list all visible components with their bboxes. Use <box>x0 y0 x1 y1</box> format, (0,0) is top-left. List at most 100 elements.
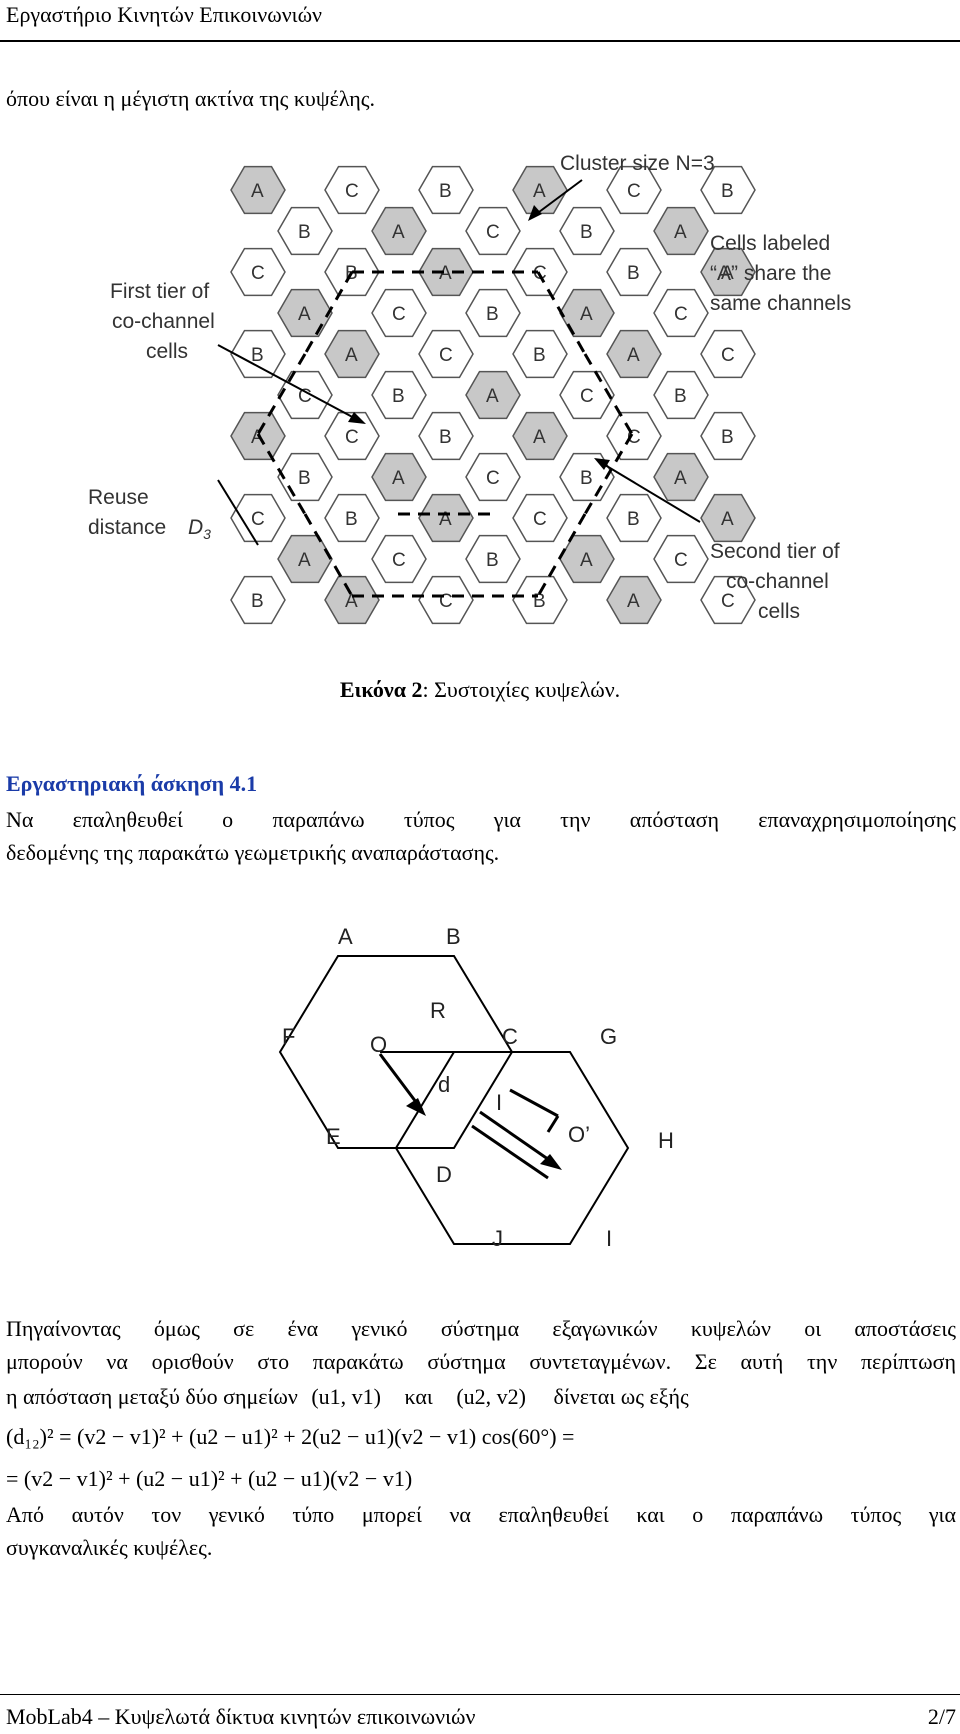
hex-cell <box>559 206 615 256</box>
hex-cell-label: B <box>533 345 546 366</box>
hex-cell <box>465 206 521 256</box>
hex-cell-label: A <box>533 181 546 202</box>
footer-rule <box>0 1694 960 1695</box>
body-line4: Από αυτόν τον γενικό τύπο μπορεί να επαλ… <box>6 1502 956 1527</box>
cells-a-line3: same channels <box>710 292 851 315</box>
hex-cell-label: A <box>298 550 311 571</box>
second-tier-line3: cells <box>758 600 800 623</box>
hex-cell <box>606 411 662 461</box>
hex-cell-label: C <box>439 591 453 612</box>
hex-cell-label: C <box>251 263 265 284</box>
page-header-title: Εργαστήριο Κινητών Επικοινωνιών <box>6 2 323 27</box>
hex-cell <box>230 575 286 625</box>
footer-left: MobLab4 – Κυψελωτά δίκτυα κινητών επικοι… <box>6 1704 476 1729</box>
hex-cell <box>653 452 709 502</box>
hex-cell-label: B <box>439 427 452 448</box>
hex-grid: ACBACBBACBACBACBAACBACBACBACCBACBACBACBB… <box>230 165 756 625</box>
second-tier-line2: co-channel <box>726 570 829 593</box>
hex-cell <box>559 370 615 420</box>
label-c: C <box>502 1024 518 1049</box>
label-i-mid: I <box>496 1090 502 1115</box>
hex-cell <box>371 370 427 420</box>
body-line5: συγκαναλικές κυψέλες. <box>6 1535 213 1560</box>
label-b: B <box>446 924 461 949</box>
exercise-line2: δεδομένης της παρακάτω γεωμετρικής αναπα… <box>6 840 500 865</box>
hex-cell-label: B <box>580 468 593 489</box>
hex-cell <box>371 288 427 338</box>
hex-cell <box>371 452 427 502</box>
caption-bold: Εικόνα 2 <box>339 677 423 702</box>
hex-cell-label: B <box>298 468 311 489</box>
hex-cell-label: B <box>627 509 640 530</box>
hex-cell <box>324 411 380 461</box>
hex-cell <box>512 575 568 625</box>
hex-cell <box>465 452 521 502</box>
hex-cell <box>606 493 662 543</box>
hex-cell-label: A <box>580 550 593 571</box>
hex-cell-label: A <box>251 427 264 448</box>
hex-cell-label: A <box>345 345 358 366</box>
hex-cell-label: C <box>674 304 688 325</box>
hex-cell-label: C <box>627 181 641 202</box>
hex-cell <box>324 575 380 625</box>
hex-cell <box>700 247 756 297</box>
label-i-bot: I <box>606 1226 612 1251</box>
hex-cell-label: C <box>721 345 735 366</box>
intro-line: όπου είναι η μέγιστη ακτίνα της κυψέλης. <box>6 86 376 111</box>
annotation-arrows <box>217 179 701 546</box>
hex-cell-label: B <box>721 427 734 448</box>
vector-arrows <box>378 1053 560 1180</box>
hex-cell-label: B <box>533 591 546 612</box>
hex-cell <box>418 329 474 379</box>
equation-1: (d₁₂)² = (v2 − v1)² + (u2 − u1)² + 2(u2 … <box>6 1424 575 1449</box>
hex-cell-label: B <box>392 386 405 407</box>
hex-cell <box>277 288 333 338</box>
hex-cell <box>653 370 709 420</box>
body-line3-a: η απόσταση μεταξύ δύο σημείων <box>6 1384 298 1409</box>
hex-cell-label: B <box>721 181 734 202</box>
hex-cell-label: B <box>674 386 687 407</box>
hex-cell <box>700 411 756 461</box>
hex-cell-label: A <box>627 345 640 366</box>
body-line3: η απόσταση μεταξύ δύο σημείων (u1, v1) κ… <box>6 1380 956 1413</box>
vector-heads <box>406 1098 562 1170</box>
reuse-line2: distance <box>88 516 166 539</box>
hex-cell <box>418 165 474 215</box>
hex-cell <box>230 247 286 297</box>
hex-cell-label: A <box>439 263 452 284</box>
hex-cell-label: C <box>298 386 312 407</box>
hex-cell-label: C <box>486 468 500 489</box>
point1: (u1, v1) <box>311 1384 381 1409</box>
body-line1: Πηγαίνοντας όμως σε ένα γενικό σύστημα ε… <box>6 1316 956 1341</box>
label-r: R <box>430 998 446 1023</box>
hex-cell <box>230 329 286 379</box>
cells-a-line2: “A” share the <box>710 262 831 285</box>
hex-cell <box>465 534 521 584</box>
hex-cell-label: B <box>486 304 499 325</box>
hex-cell-label: B <box>345 509 358 530</box>
cells-a-line1: Cells labeled <box>710 232 830 255</box>
hex-cell <box>512 411 568 461</box>
hex-cell-label: C <box>674 550 688 571</box>
geometry-figure: A B F R O C G d I E O’ H D J I <box>278 924 674 1251</box>
hex-cell <box>465 288 521 338</box>
label-f: F <box>282 1024 295 1049</box>
hex-cell <box>371 534 427 584</box>
hex-cell <box>700 329 756 379</box>
hex-cell-label: B <box>627 263 640 284</box>
hex-cell <box>653 206 709 256</box>
hex-cell <box>418 493 474 543</box>
hex-cell-label: C <box>439 345 453 366</box>
hex-cell <box>277 206 333 256</box>
hex-cell-label: A <box>721 263 734 284</box>
hex-cell-label: C <box>392 550 406 571</box>
exercise-heading: Εργαστηριακή άσκηση 4.1 <box>6 771 258 796</box>
label-j: J <box>492 1226 503 1251</box>
point2: (u2, v2) <box>456 1384 526 1409</box>
caption-rest: : Συστοιχίες κυψελών. <box>422 677 621 702</box>
hex-cell-label: C <box>721 591 735 612</box>
label-o-prime: O’ <box>568 1122 590 1147</box>
hex-cell-label: A <box>392 468 405 489</box>
exercise-line1: Να επαληθευθεί ο παραπάνω τύπος για την … <box>6 807 956 832</box>
second-tier-line1: Second tier of <box>710 540 840 563</box>
